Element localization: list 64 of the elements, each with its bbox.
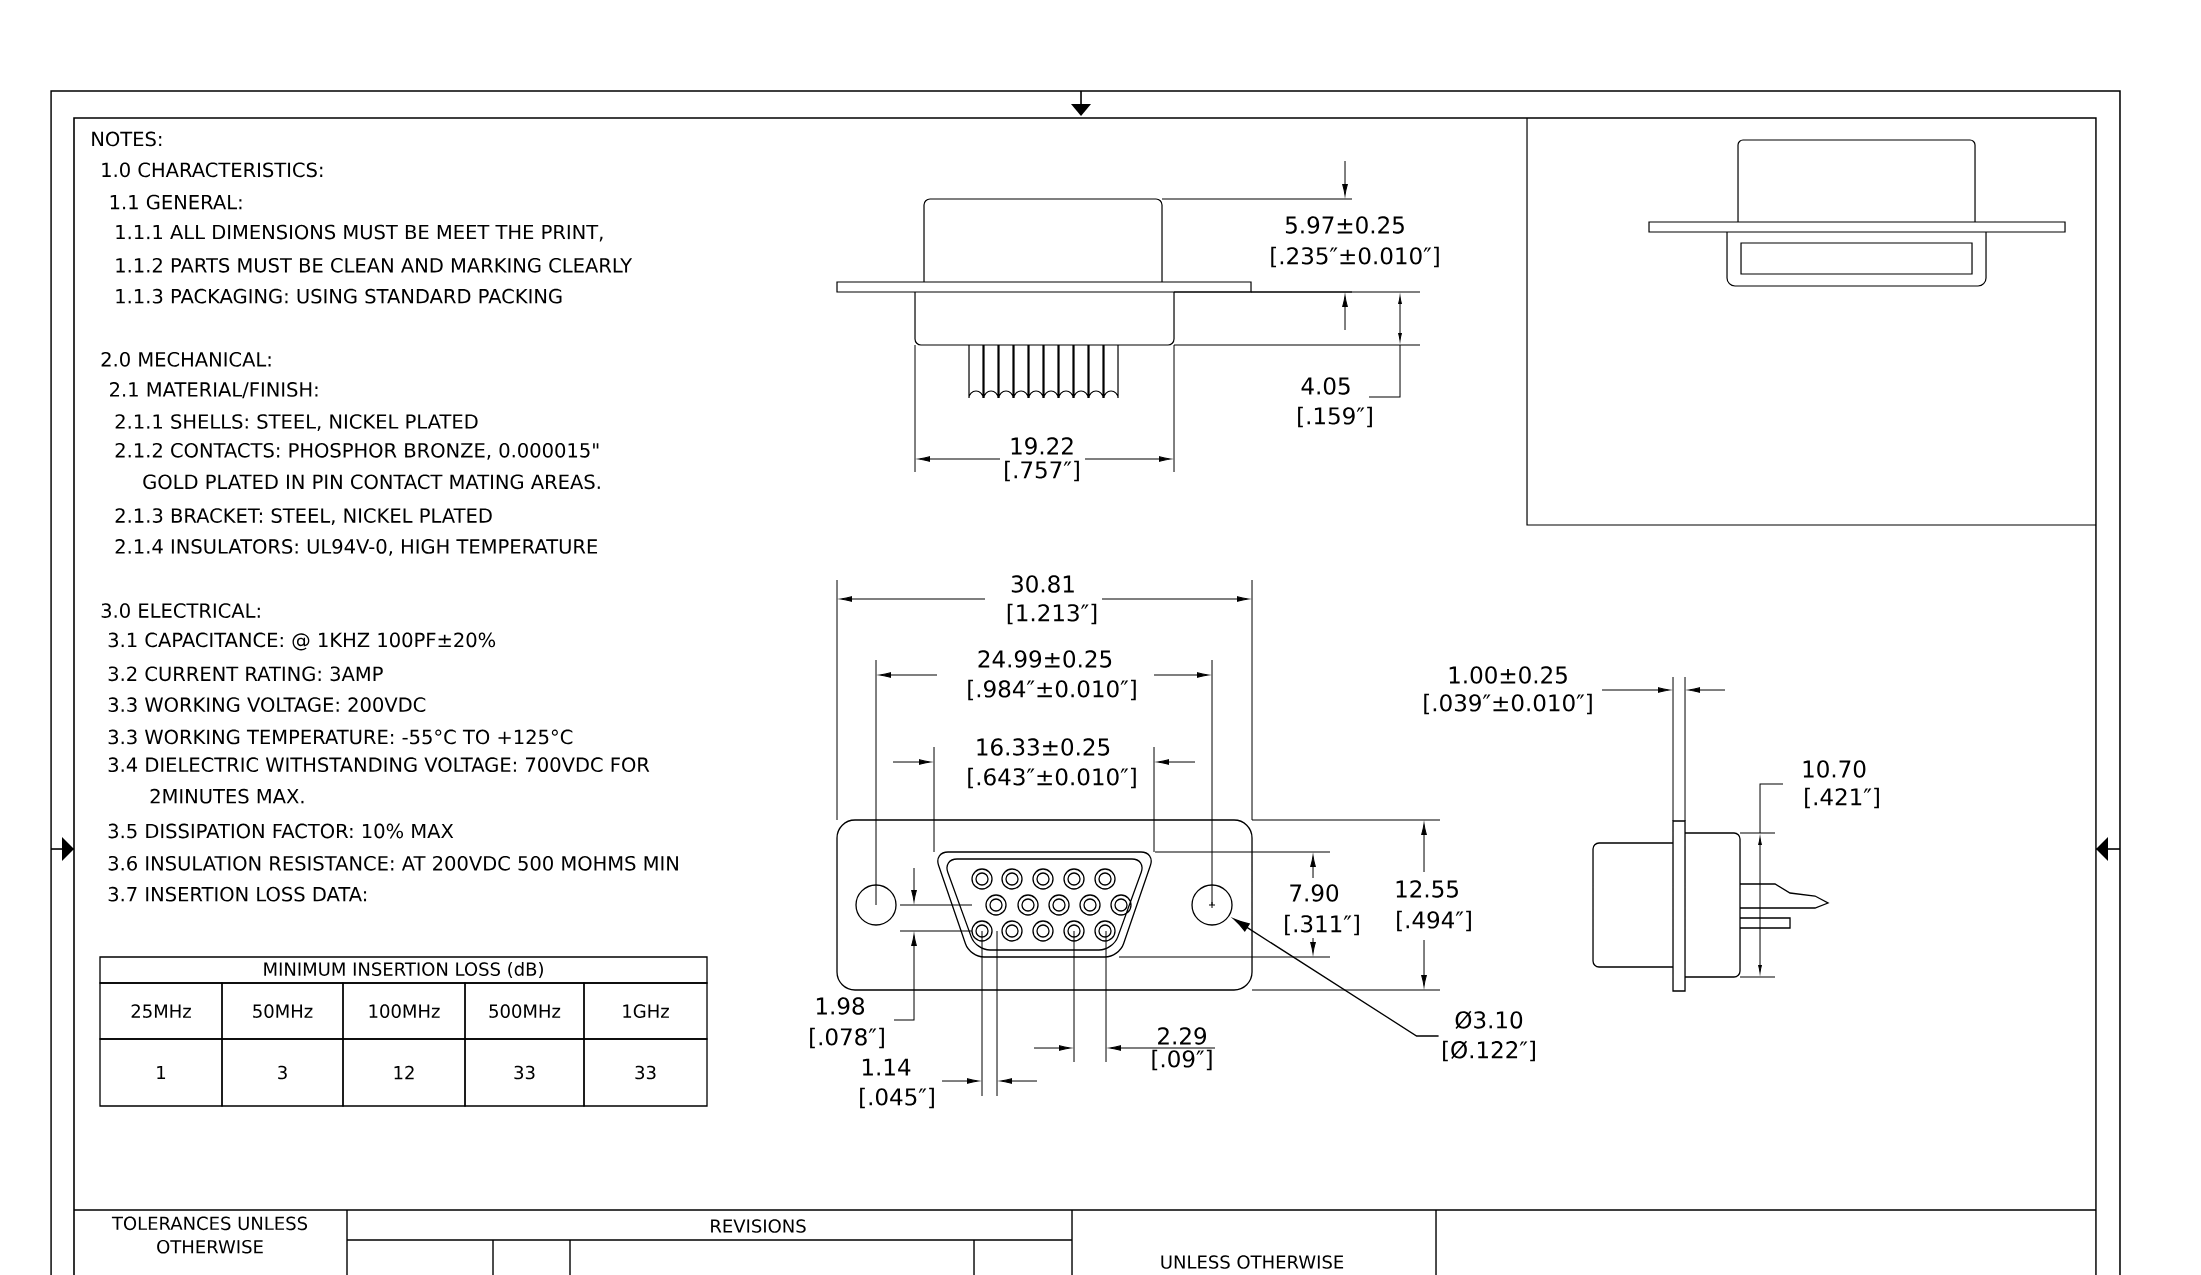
- dimension-text: 12.55: [1396, 880, 1458, 898]
- dimension-text: [.078″]: [810, 1027, 884, 1049]
- dimension-text: [.421″]: [1805, 787, 1879, 809]
- table-cell: 1GHz: [583, 982, 708, 1040]
- title-block-text: REVISIONS: [711, 1219, 806, 1233]
- mounting-hole: [1191, 884, 1233, 926]
- table-cell: 500MHz: [464, 982, 585, 1040]
- note-text: 2.1.4 INSULATORS: UL94V-0, HIGH TEMPERATURE: [115, 539, 598, 556]
- dimension-text: [.09″]: [1152, 1049, 1212, 1071]
- dimension-text: [.045″]: [860, 1087, 934, 1109]
- dimension-text: 5.97±0.25: [1285, 216, 1404, 234]
- leader-line: [1233, 918, 1440, 1037]
- note-text: 1.1.2 PARTS MUST BE CLEAN AND MARKING CLEARLY: [116, 257, 633, 273]
- note-text: 3.0 ELECTRICAL:: [101, 603, 260, 618]
- dimension-text: [.039″±0.010″]: [1424, 693, 1592, 715]
- table-header-cell: MINIMUM INSERTION LOSS (dB): [99, 956, 708, 984]
- note-text: 1.1.1 ALL DIMENSIONS MUST BE MEET THE PRINT,: [116, 224, 603, 242]
- dimension-text: [.984″±0.010″]: [968, 679, 1136, 701]
- dimension-text: 24.99±0.25: [978, 650, 1112, 668]
- dimension-text: [.159″]: [1298, 406, 1372, 428]
- dimension-text: 16.33±0.25: [977, 738, 1110, 756]
- note-text: 3.7 INSERTION LOSS DATA:: [108, 886, 367, 902]
- table-cell: 100MHz: [342, 982, 466, 1040]
- note-text: 2.1.3 BRACKET: STEEL, NICKEL PLATED: [115, 508, 492, 525]
- table-cell: 33: [464, 1038, 585, 1107]
- dimension-text: 7.90: [1290, 884, 1339, 902]
- table-cell: 3: [221, 1038, 344, 1107]
- note-text: 1.1 GENERAL:: [110, 194, 242, 210]
- note-text: NOTES:: [92, 131, 162, 147]
- table-cell: 25MHz: [99, 982, 223, 1040]
- table-cell: 1: [99, 1038, 223, 1107]
- dimension-text: 2.29: [1158, 1027, 1206, 1045]
- note-text: 3.2 CURRENT RATING: 3AMP: [108, 666, 383, 682]
- note-text: 2.1.2 CONTACTS: PHOSPHOR BRONZE, 0.000015" GOLD PLATED IN PIN CONTACT MATING AREAS.: [115, 442, 600, 490]
- table-cell: 12: [342, 1038, 466, 1107]
- note-text: 1.1.3 PACKAGING: USING STANDARD PACKING: [116, 288, 562, 304]
- dimension-text: 1.98: [816, 997, 865, 1015]
- note-text: 3.3 WORKING TEMPERATURE: -55°C TO +125°C: [108, 729, 573, 745]
- note-text: 3.1 CAPACITANCE: @ 1KHZ 100PF±20%: [108, 632, 496, 651]
- dimension-text: 1.14: [862, 1058, 911, 1076]
- dimension-text: [.494″]: [1397, 910, 1471, 932]
- dimension-text: 4.05: [1301, 377, 1350, 395]
- note-text: 3.5 DISSIPATION FACTOR: 10% MAX: [108, 823, 454, 839]
- note-text: 2.1 MATERIAL/FINISH:: [110, 382, 318, 399]
- table-cell: 33: [583, 1038, 708, 1107]
- dimension-text: [1.213″]: [1007, 603, 1097, 625]
- dimension-text: Ø3.10 [Ø.122″]: [1443, 1010, 1535, 1062]
- note-text: 2.0 MECHANICAL:: [101, 352, 271, 367]
- dimension-text: [.235″±0.010″]: [1271, 246, 1439, 268]
- note-text: 1.0 CHARACTERISTICS:: [102, 162, 323, 178]
- title-block-text: UNLESS OTHERWISE: [1161, 1255, 1344, 1269]
- dimension-text: 19.22: [1011, 437, 1073, 455]
- dimension-text: 30.81: [1011, 575, 1074, 593]
- dimension-text: [.757″]: [1005, 460, 1079, 482]
- note-text: 3.4 DIELECTRIC WITHSTANDING VOLTAGE: 700VDC FOR 2MINUTES MAX.: [108, 757, 650, 804]
- note-text: 3.3 WORKING VOLTAGE: 200VDC: [108, 697, 426, 713]
- dimension-text: 10.70: [1803, 760, 1866, 778]
- dimension-text: 1.00±0.25: [1449, 666, 1567, 684]
- dimension-text: [.311″]: [1285, 914, 1359, 936]
- note-text: 2.1.1 SHELLS: STEEL, NICKEL PLATED: [115, 414, 478, 431]
- dimension-text: [.643″±0.010″]: [968, 767, 1136, 789]
- title-block-text: TOLERANCES UNLESS OTHERWISE: [111, 1216, 308, 1254]
- table-cell: 50MHz: [221, 982, 344, 1040]
- note-text: 3.6 INSULATION RESISTANCE: AT 200VDC 500 MOHMS MIN: [108, 855, 678, 871]
